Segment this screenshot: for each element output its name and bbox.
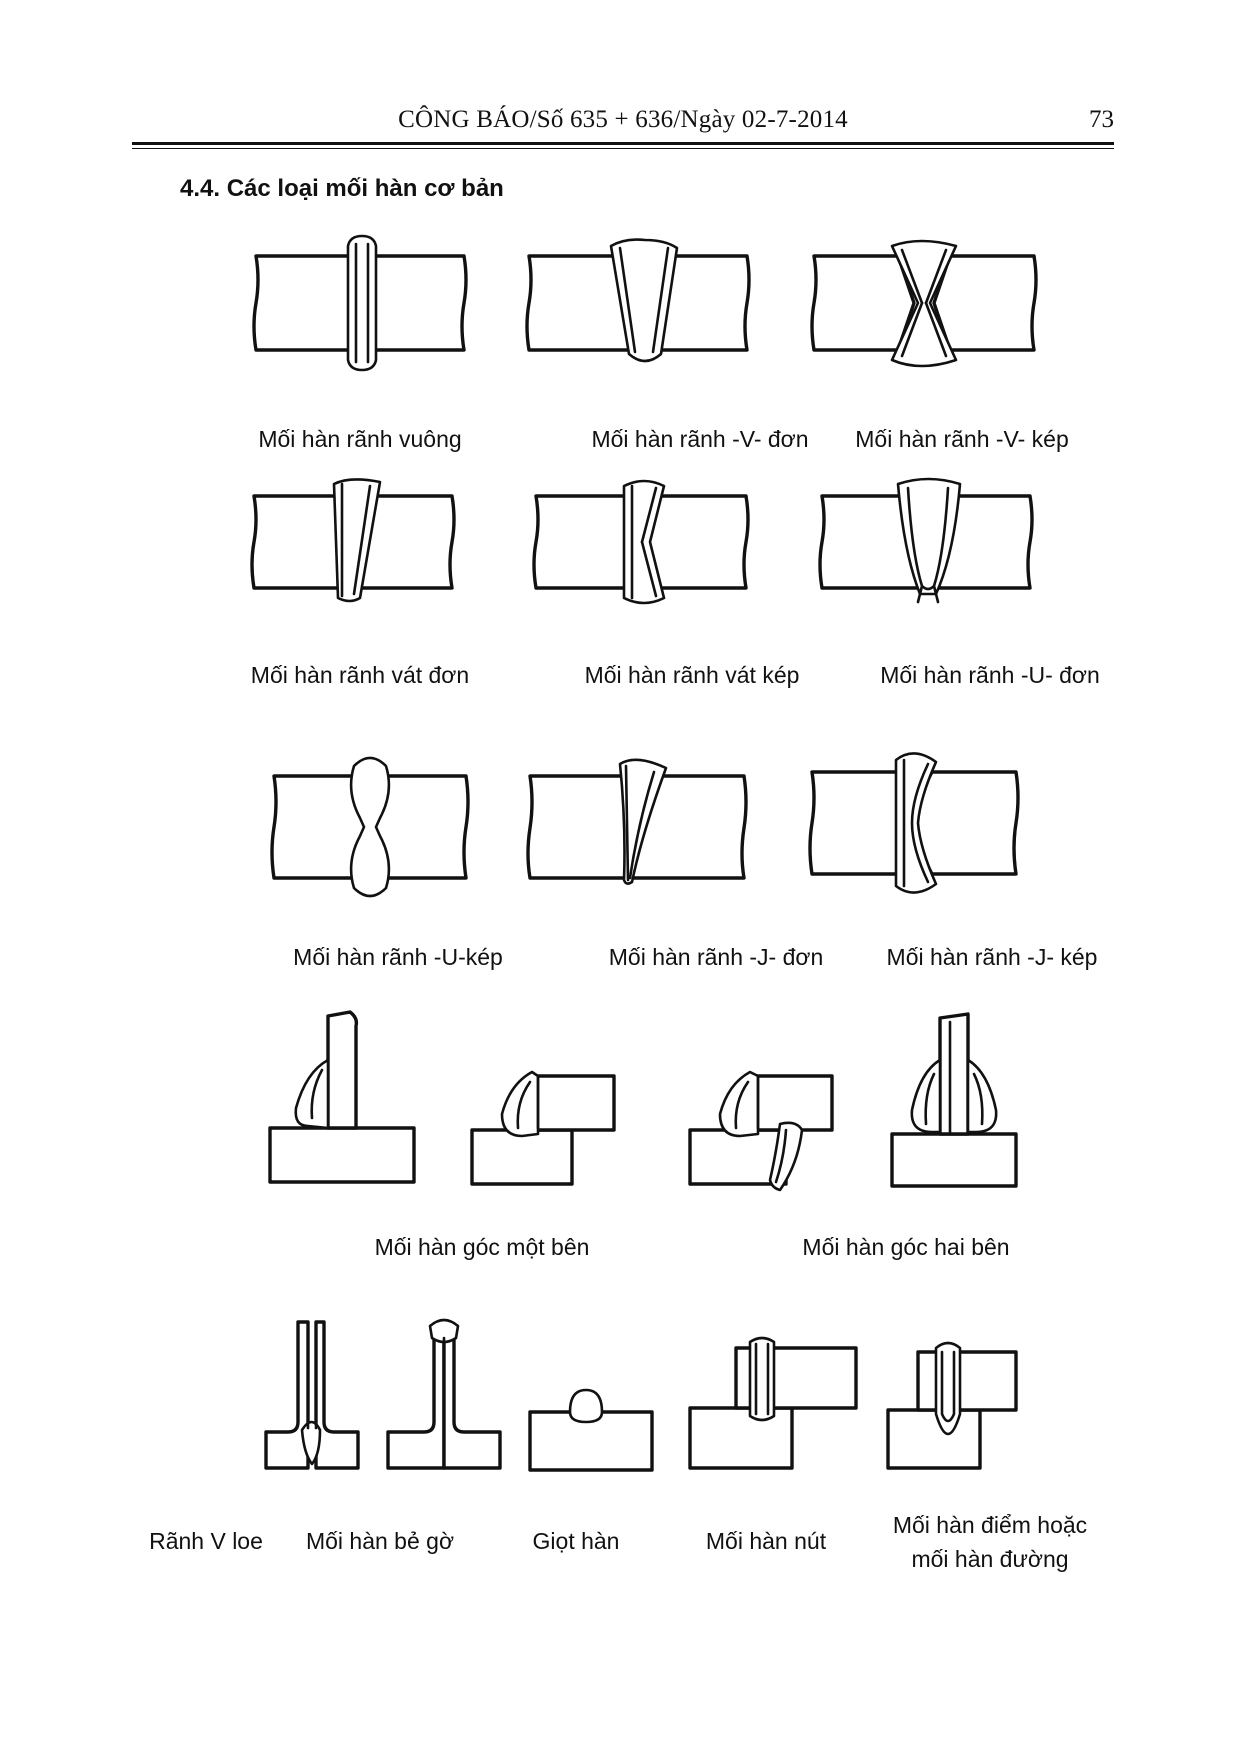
header-title: CÔNG BÁO/Số 635 + 636/Ngày 02-7-2014 xyxy=(398,106,848,133)
flare-v-groove-figure xyxy=(262,1318,362,1470)
page-header: CÔNG BÁO/Số 635 + 636/Ngày 02-7-2014 73 xyxy=(132,106,1114,146)
caption-single-fillet: Mối hàn góc một bên xyxy=(374,1234,590,1260)
caption-bead: Giọt hàn xyxy=(532,1528,620,1554)
double-j-groove-weld-figure xyxy=(808,748,1024,898)
caption-spot-seam: Mối hàn điểm hoặc mối hàn đường xyxy=(860,1508,1120,1576)
caption-double-v-groove: Mối hàn rãnh -V- kép xyxy=(855,426,1069,452)
caption-single-u-groove: Mối hàn rãnh -U- đơn xyxy=(880,662,1100,688)
caption-flare-v-groove: Rãnh V loe xyxy=(149,1528,263,1554)
single-j-groove-weld-figure xyxy=(526,754,750,900)
caption-single-j-groove: Mối hàn rãnh -J- đơn xyxy=(608,944,824,970)
square-groove-weld-figure xyxy=(252,234,472,372)
caption-double-u-groove: Mối hàn rãnh -U-kép xyxy=(293,944,503,970)
caption-spot-seam-line1: Mối hàn điểm hoặc xyxy=(892,1512,1088,1538)
page-number: 73 xyxy=(1089,106,1114,133)
double-u-groove-weld-figure xyxy=(270,752,470,902)
spot-seam-weld-figure xyxy=(884,1338,1020,1470)
caption-square-groove: Mối hàn rãnh vuông xyxy=(258,426,462,452)
single-v-groove-weld-figure xyxy=(525,236,755,372)
header-rule-thick xyxy=(132,142,1114,145)
caption-double-bevel-groove: Mối hàn rãnh vát kép xyxy=(584,662,800,688)
caption-edge-flange: Mối hàn bẻ gờ xyxy=(305,1528,455,1554)
single-bevel-groove-weld-figure xyxy=(250,474,460,610)
section-title: 4.4. Các loại mối hàn cơ bản xyxy=(180,175,504,202)
caption-plug: Mối hàn nút xyxy=(705,1528,827,1554)
caption-double-fillet: Mối hàn góc hai bên xyxy=(802,1234,1010,1260)
single-u-groove-weld-figure xyxy=(818,474,1038,610)
double-bevel-groove-weld-figure xyxy=(532,474,752,610)
caption-double-j-groove: Mối hàn rãnh -J- kép xyxy=(886,944,1098,970)
plug-weld-figure xyxy=(686,1334,862,1470)
double-fillet-lap-figure xyxy=(686,1068,836,1194)
bead-weld-figure xyxy=(526,1388,656,1472)
double-v-groove-weld-figure xyxy=(810,236,1040,372)
caption-single-bevel-groove: Mối hàn rãnh vát đơn xyxy=(250,662,470,688)
caption-single-v-groove: Mối hàn rãnh -V- đơn xyxy=(591,426,809,452)
header-rule-thin xyxy=(132,148,1114,149)
double-fillet-tee-figure xyxy=(886,1012,1022,1188)
edge-flange-weld-figure xyxy=(384,1318,504,1470)
single-fillet-tee-figure xyxy=(266,1010,420,1184)
single-fillet-lap-figure xyxy=(468,1068,618,1186)
caption-spot-seam-line2: mối hàn đường xyxy=(911,1546,1069,1572)
